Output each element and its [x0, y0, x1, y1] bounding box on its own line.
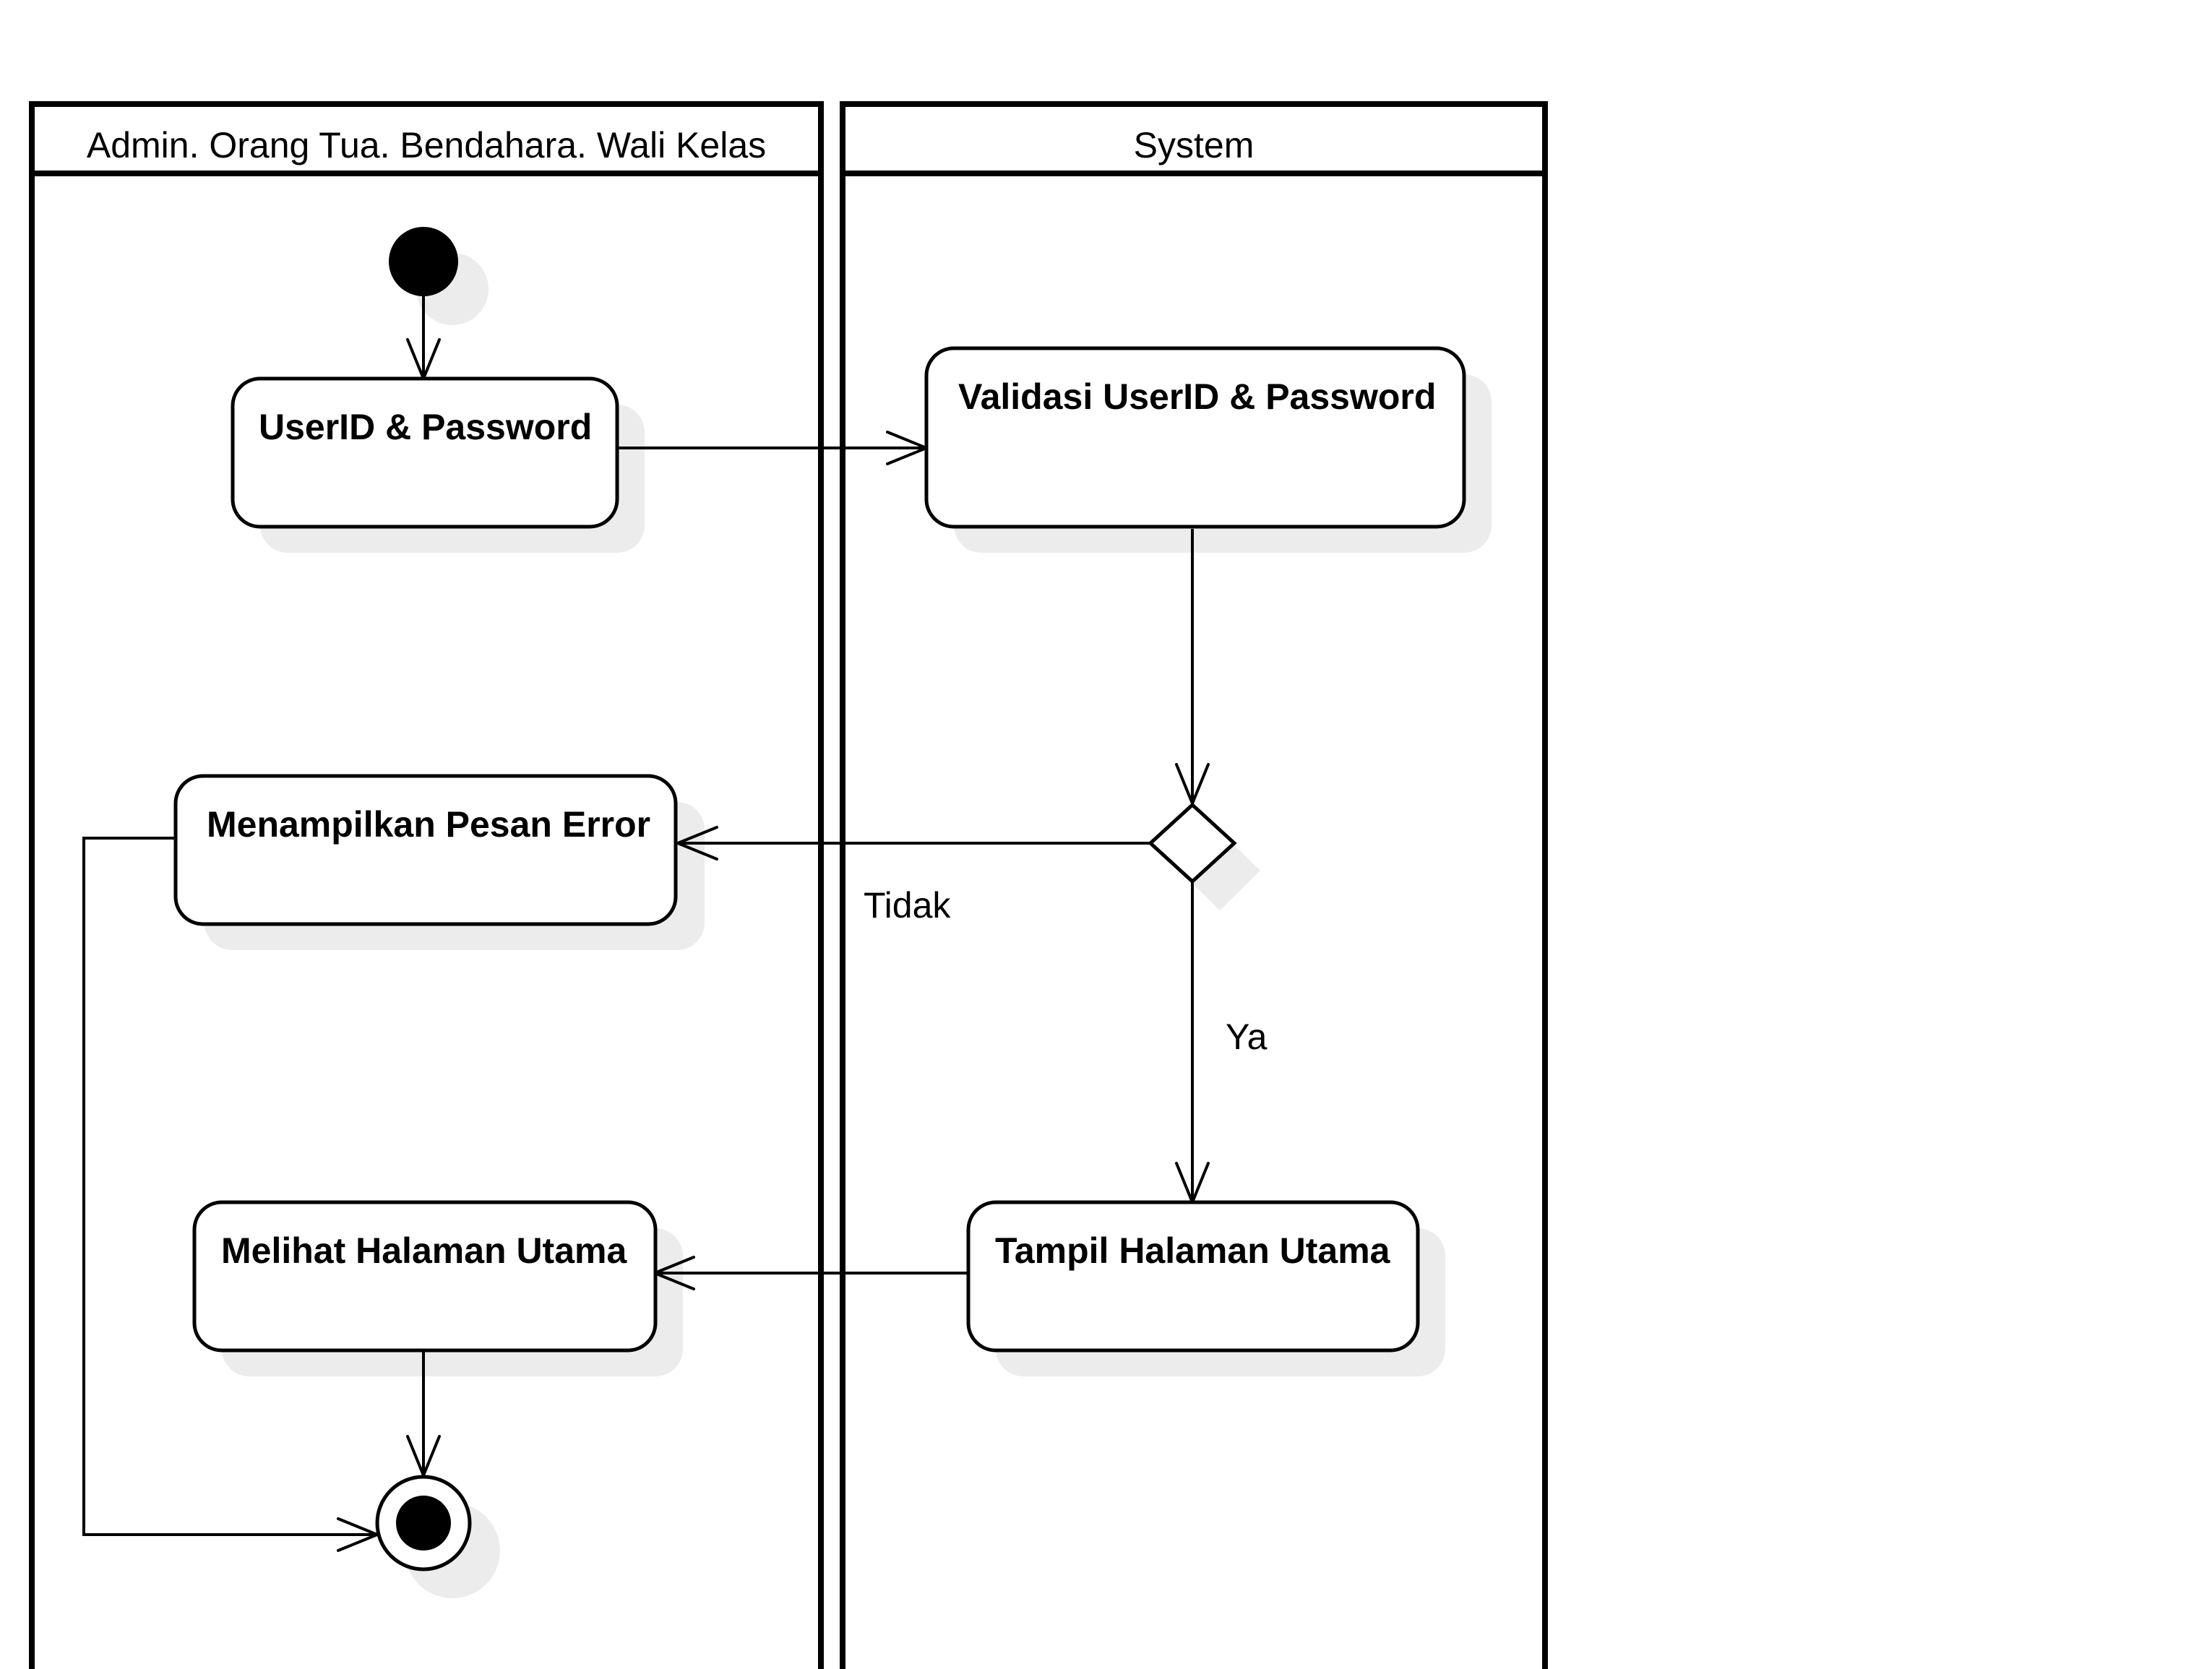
lane-title-system: System — [1134, 125, 1255, 165]
action-label-pesan-error: Menampilkan Pesan Error — [207, 804, 650, 845]
action-label-validasi: Validasi UserID & Password — [958, 376, 1436, 417]
action-label-melihat-halaman: Melihat Halaman Utama — [221, 1230, 627, 1271]
action-tampil-halaman: Tampil Halaman Utama — [966, 1200, 1420, 1353]
decision-node — [1148, 802, 1237, 884]
guard-label-ya: Ya — [1226, 1017, 1268, 1057]
initial-node — [389, 227, 458, 296]
action-userid-password: UserID & Password — [231, 376, 619, 529]
action-melihat-halaman: Melihat Halaman Utama — [192, 1200, 658, 1353]
lane-title-user: Admin. Orang Tua. Bendahara. Wali Kelas — [87, 125, 766, 165]
action-validasi: Validasi UserID & Password — [924, 346, 1466, 529]
swimlane-system: System — [840, 101, 1548, 1669]
swimlane-user: Admin. Orang Tua. Bendahara. Wali Kelas — [29, 101, 824, 1669]
guard-label-tidak: Tidak — [864, 885, 951, 926]
edge-error-to-end — [82, 837, 377, 1536]
final-node — [375, 1475, 472, 1571]
action-label-userid-password: UserID & Password — [259, 407, 592, 447]
arrowhead-error — [676, 826, 718, 861]
action-pesan-error: Menampilkan Pesan Error — [173, 774, 678, 926]
action-label-tampil-halaman: Tampil Halaman Utama — [995, 1230, 1391, 1271]
